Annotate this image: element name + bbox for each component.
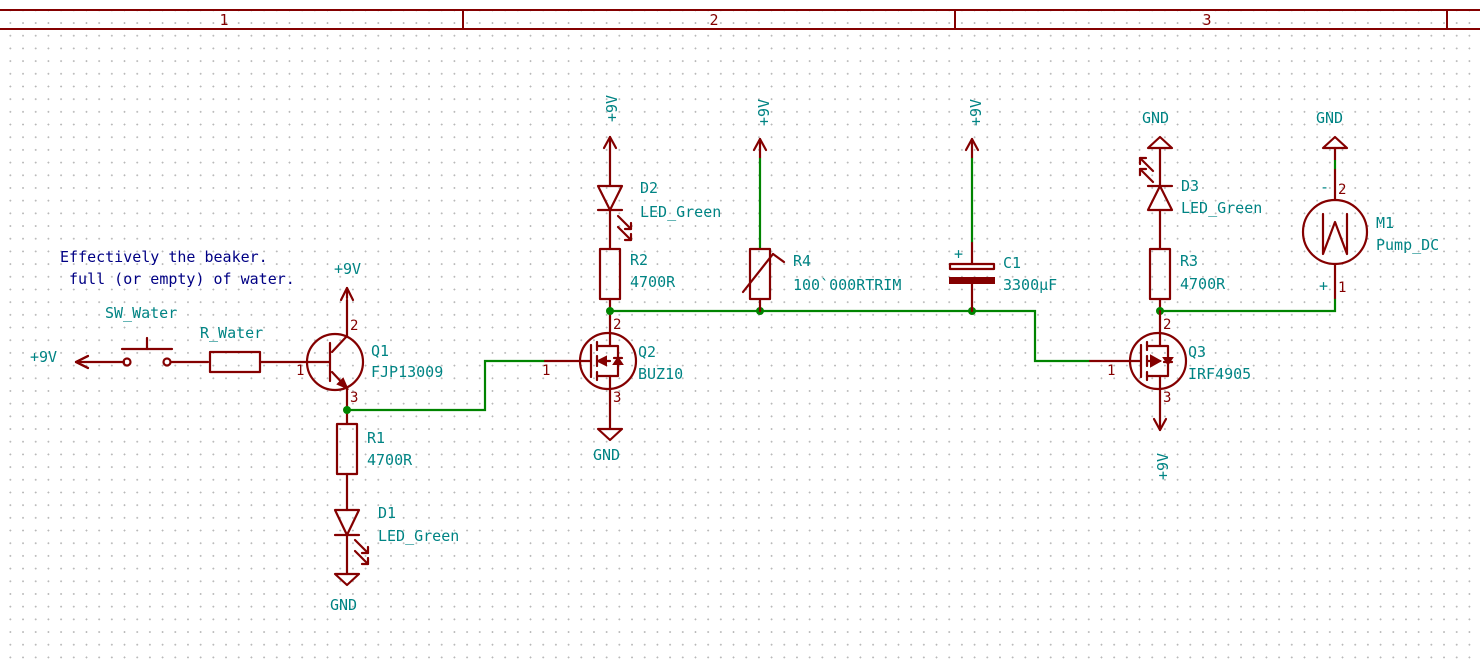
r3-value: 4700R: [1180, 275, 1226, 293]
r1-value: 4700R: [367, 451, 413, 469]
wire-q1-to-q2-gate[interactable]: [347, 359, 545, 412]
led-d3[interactable]: GND D3 LED_Green: [1138, 109, 1262, 251]
c1-value: 3300µF: [1003, 276, 1057, 294]
note-line-2: full (or empty) of water.: [60, 270, 295, 288]
r4-power-label: +9V: [755, 99, 773, 126]
led-d1[interactable]: D1 LED_Green GND: [330, 504, 459, 614]
q3-power-label: +9V: [1154, 453, 1172, 480]
m1-ref: M1: [1376, 214, 1394, 232]
r2-value: 4700R: [630, 273, 676, 291]
q2-pin-2: 2: [613, 317, 621, 333]
m1-pin-1: 1: [1338, 280, 1346, 296]
led-d2[interactable]: D2 LED_Green: [596, 179, 721, 251]
q2-gnd-label: GND: [593, 446, 620, 464]
r2-ref: R2: [630, 251, 648, 269]
power-flag-9v-d2[interactable]: +9V: [602, 95, 621, 188]
d2-value: LED_Green: [640, 203, 721, 221]
d1-gnd-label: GND: [330, 596, 357, 614]
q3-pin-1: 1: [1107, 363, 1115, 379]
q1-value: FJP13009: [371, 363, 443, 381]
m1-plus: +: [1319, 277, 1328, 295]
d2-power-label: +9V: [603, 95, 621, 122]
q2-pin-1: 1: [542, 363, 550, 379]
wire-drain-net[interactable]: [610, 309, 1090, 363]
r-water-ref: R_Water: [200, 324, 263, 342]
q3-pin-2: 2: [1163, 317, 1171, 333]
sheet-frame: 1 2 3: [0, 9, 1480, 30]
capacitor-c1[interactable]: +9V + C1 3300µF: [948, 99, 1057, 313]
r3-ref: R3: [1180, 252, 1198, 270]
resistor-r1[interactable]: R1 4700R: [335, 408, 413, 512]
q3-ref: Q3: [1188, 343, 1206, 361]
q1-pin-1: 1: [296, 363, 304, 379]
power-label-9v: +9V: [30, 348, 57, 366]
wire-q3-drain-to-pump[interactable]: [1160, 298, 1337, 313]
sw-water-ref: SW_Water: [105, 304, 177, 322]
mosfet-q3[interactable]: 1 2 3 Q3 IRF4905 +9V: [1088, 309, 1251, 480]
q3-value: IRF4905: [1188, 365, 1251, 383]
power-flag-9v-input[interactable]: +9V: [30, 348, 126, 370]
junction: [343, 406, 351, 414]
frame-column-2: 2: [709, 11, 718, 29]
q2-value: BUZ10: [638, 365, 683, 383]
q1-ref: Q1: [371, 342, 389, 360]
mosfet-q2[interactable]: 1 2 3 Q2 BUZ10 GND: [542, 309, 683, 464]
m1-value: Pump_DC: [1376, 236, 1439, 254]
c1-ref: C1: [1003, 254, 1021, 272]
d3-value: LED_Green: [1181, 199, 1262, 217]
m1-pin-2: 2: [1338, 182, 1346, 198]
junction: [606, 307, 614, 315]
resistor-r3[interactable]: R3 4700R: [1148, 247, 1226, 313]
m1-gnd-label: GND: [1316, 109, 1343, 127]
note-line-1: Effectively the beaker.: [60, 248, 268, 266]
q1-power-label: +9V: [334, 260, 361, 278]
m1-minus: -: [1320, 178, 1329, 196]
r4-ref: R4: [793, 252, 811, 270]
frame-column-3: 3: [1202, 11, 1211, 29]
resistor-r-water[interactable]: R_Water: [200, 324, 302, 374]
q2-pin-3: 3: [613, 390, 621, 406]
transistor-q1[interactable]: 1 2 3 Q1 FJP13009 +9V: [296, 260, 443, 412]
trimmer-r4[interactable]: +9V R4 100`000RTRIM: [741, 99, 901, 313]
c1-power-label: +9V: [967, 99, 985, 126]
q1-pin-3: 3: [350, 390, 358, 406]
d3-gnd-label: GND: [1142, 109, 1169, 127]
d2-ref: D2: [640, 179, 658, 197]
c1-polarity: +: [954, 245, 963, 263]
r1-ref: R1: [367, 429, 385, 447]
r4-value: 100`000RTRIM: [793, 276, 901, 294]
d1-ref: D1: [378, 504, 396, 522]
q2-ref: Q2: [638, 343, 656, 361]
q1-pin-2: 2: [350, 318, 358, 334]
frame-column-1: 1: [219, 11, 228, 29]
q3-pin-3: 3: [1163, 390, 1171, 406]
motor-m1[interactable]: GND 2 1 - + M1 Pump_DC: [1301, 109, 1439, 300]
switch-sw-water[interactable]: SW_Water: [105, 304, 210, 367]
d1-value: LED_Green: [378, 527, 459, 545]
resistor-r2[interactable]: R2 4700R: [598, 247, 676, 313]
d3-ref: D3: [1181, 177, 1199, 195]
